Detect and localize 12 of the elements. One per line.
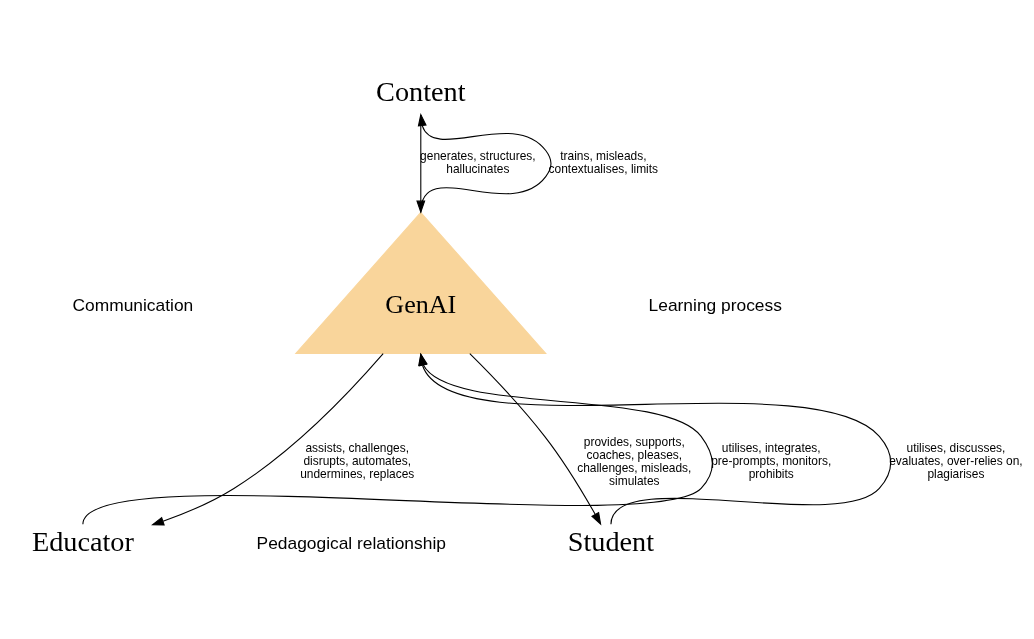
label: Communication (72, 294, 193, 315)
edge-label: provides, supports, coaches, pleases, challenges, misleads, simulates (576, 434, 691, 488)
node-text: Student (567, 526, 654, 558)
edge-label: trains, misleads, contextualises, limits (548, 149, 658, 177)
edge-label: utilises, integrates, pre-prompts, monitors, prohibits (710, 441, 831, 482)
node-text: Content (375, 76, 466, 108)
arrow (468, 353, 601, 526)
label: Pedagogical relationship (256, 532, 446, 553)
arrow (150, 353, 384, 526)
node-text: Educator (31, 526, 134, 558)
edge-label: assists, challenges, disrupts, automates, undermines, replaces (299, 441, 414, 482)
label: Learning process (648, 294, 782, 315)
